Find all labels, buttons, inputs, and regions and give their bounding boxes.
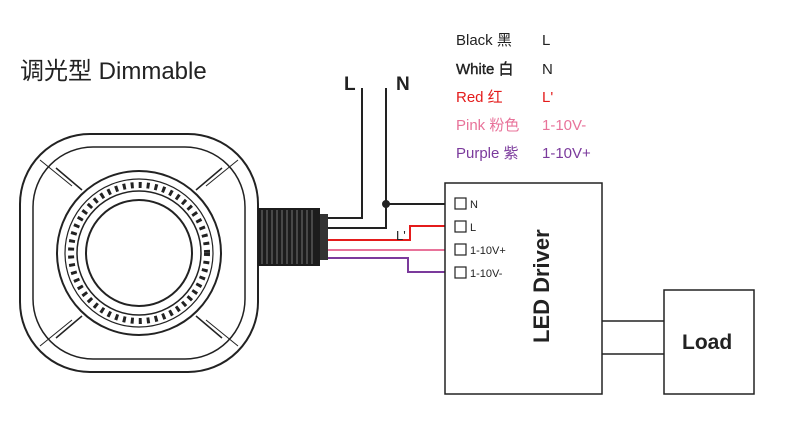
- fixture-ring-outer: [56, 170, 222, 336]
- fixture-ring-inner: [76, 190, 202, 316]
- legend-color-white: White 白: [456, 61, 514, 78]
- supply-wires: [328, 88, 455, 229]
- fixture-outer-shell: [19, 133, 259, 373]
- legend-terminal-purple: 1-10V+: [542, 145, 591, 162]
- terminal-dim-minus: 1-10V-: [470, 268, 503, 280]
- diagram-title: 调光型 Dimmable: [20, 58, 207, 85]
- terminal-n: N: [470, 199, 478, 211]
- legend-terminal-black: L: [542, 32, 550, 49]
- terminal-l: L: [470, 222, 476, 234]
- fixture-ring-mid: [64, 178, 214, 328]
- supply-n-label: N: [396, 74, 410, 95]
- driver-terminals: [454, 197, 467, 279]
- led-driver-box: [444, 182, 603, 395]
- purple-wire-dim-plus: [328, 257, 455, 273]
- load-label: Load: [682, 331, 732, 354]
- fixture-lens: [85, 199, 193, 307]
- cable-gland: [258, 208, 328, 266]
- legend-terminal-pink: 1-10V-: [542, 117, 586, 134]
- led-driver-label: LED Driver: [529, 229, 554, 343]
- legend-terminal-white: N: [542, 61, 553, 78]
- supply-l-label: L: [344, 74, 356, 95]
- switched-live-label: L': [396, 228, 406, 243]
- fixture-ring-knurl: [68, 182, 210, 324]
- legend-color-pink: Pink 粉色: [456, 117, 519, 134]
- white-wire-n: [328, 88, 387, 229]
- fixture-inner-shell: [32, 146, 246, 360]
- terminal-dim-plus: 1-10V+: [470, 245, 506, 257]
- black-wire-l: [328, 88, 363, 219]
- fixture-illustration: [19, 133, 259, 373]
- legend-color-black: Black 黑: [456, 32, 512, 49]
- legend-color-purple: Purple 紫: [456, 145, 519, 162]
- wire-color-legend: Black 黑 L White 白 N Red 红 L' Pink 粉色 1-1…: [456, 32, 591, 162]
- output-cable: [602, 320, 664, 355]
- load-box: [663, 289, 755, 395]
- legend-terminal-red: L': [542, 89, 553, 106]
- legend-color-red: Red 红: [456, 89, 503, 106]
- switched-live-wire: [328, 225, 455, 241]
